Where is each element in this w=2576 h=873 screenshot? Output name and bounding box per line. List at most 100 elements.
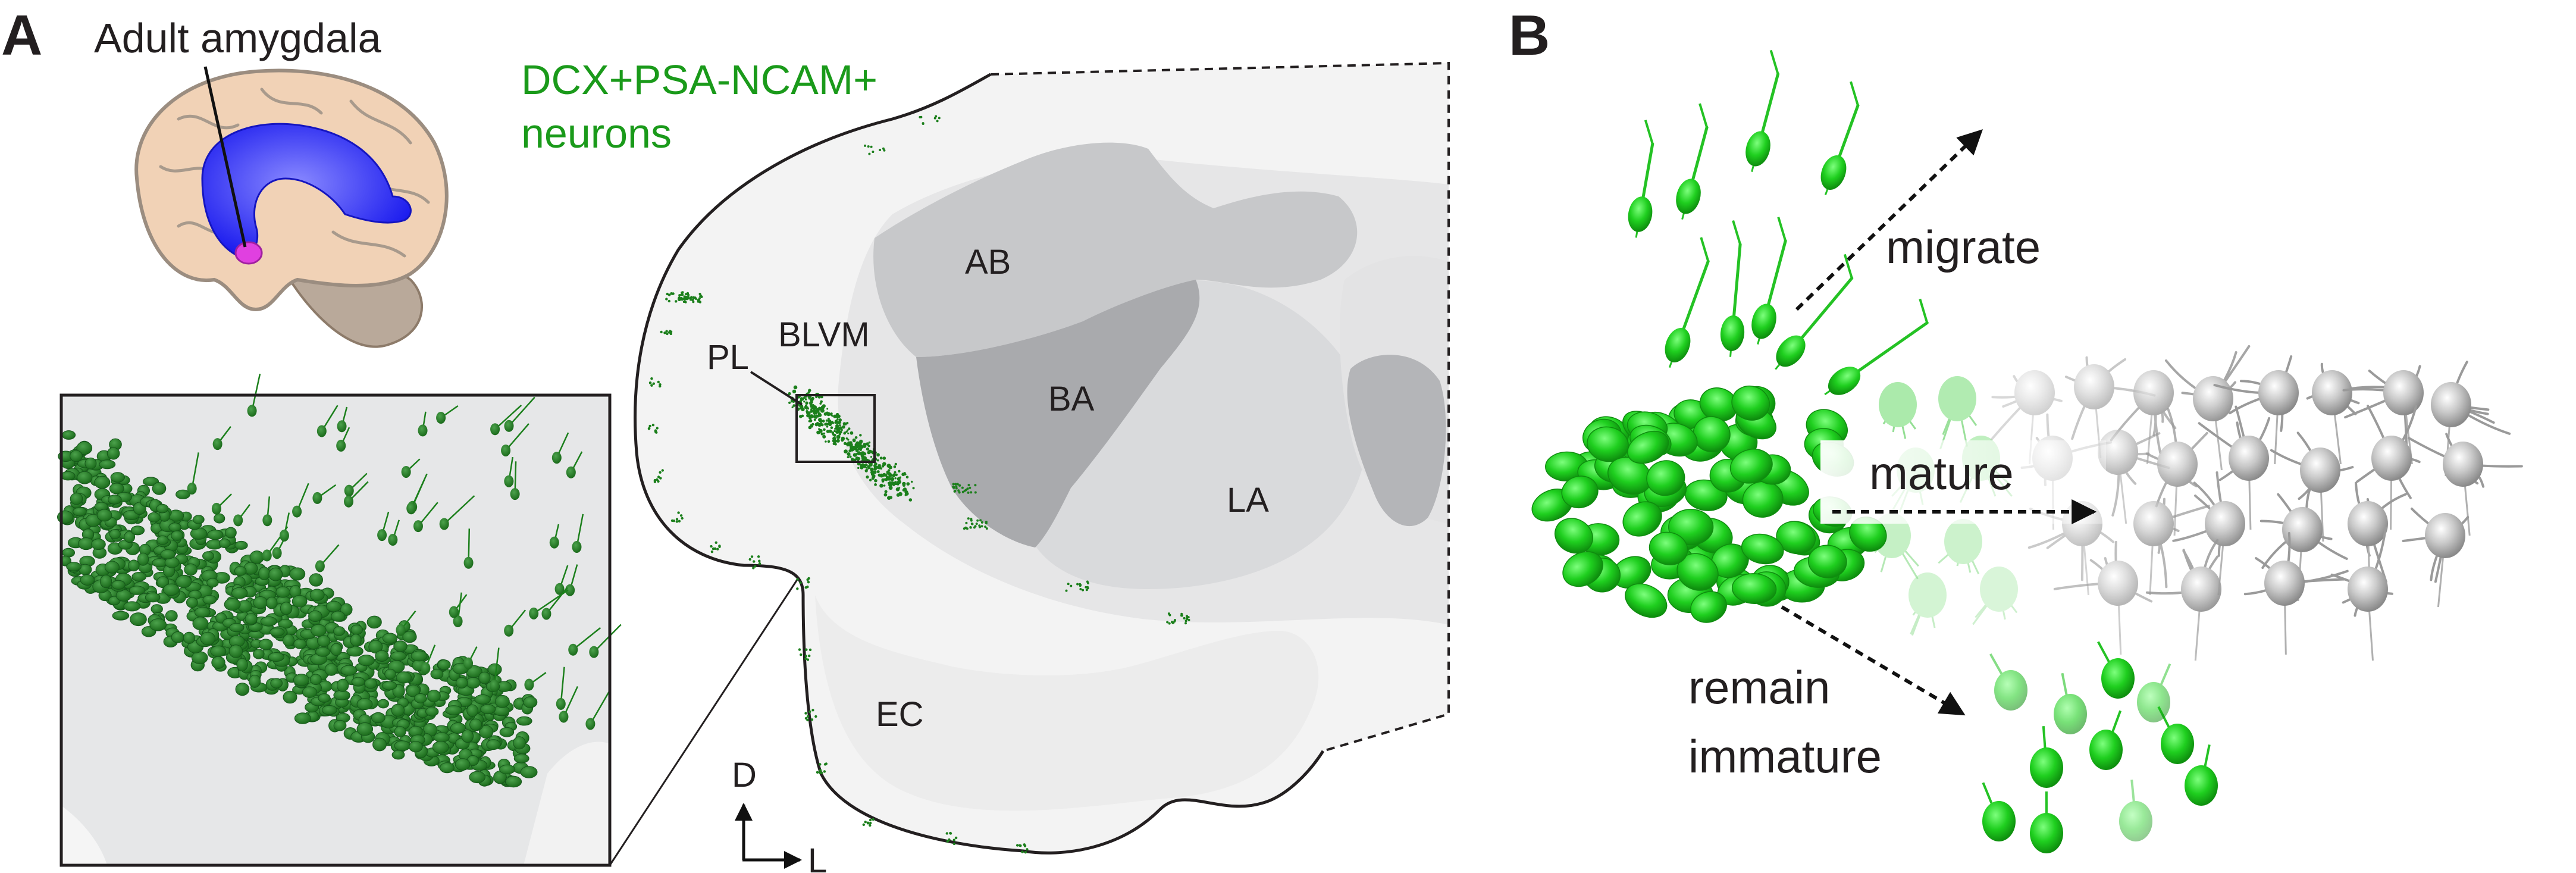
inset-band-cell <box>269 627 285 637</box>
section-dot <box>1023 844 1027 847</box>
section-dot <box>819 763 822 766</box>
section-dot <box>905 475 909 479</box>
section-dot <box>800 653 803 656</box>
inset-band-cell <box>315 647 331 657</box>
immature-cell <box>1741 533 1784 565</box>
mature-neuron <box>2110 370 2177 465</box>
inset-band-cell <box>253 596 268 609</box>
section-dot <box>967 484 970 486</box>
section-dot <box>675 520 679 523</box>
inset-scattered-cell <box>401 465 411 478</box>
section-dot <box>657 380 660 384</box>
inset-band-cell <box>331 611 346 622</box>
inset-band-cell <box>450 722 466 734</box>
immature-cell <box>1807 545 1847 578</box>
inset-scattered-cell <box>247 405 257 417</box>
inset-band-cell <box>245 613 258 625</box>
section-dot <box>902 489 905 492</box>
inset-band-cell <box>183 631 196 644</box>
section-dot <box>902 483 905 487</box>
section-dot <box>847 456 850 459</box>
inset-band-cell <box>130 612 147 627</box>
immature-cell <box>1555 518 1593 554</box>
transitional-neuron <box>1938 376 1978 449</box>
section-dot <box>804 712 807 715</box>
section-dot <box>834 421 837 424</box>
section-dot <box>698 297 701 300</box>
section-dot <box>893 465 897 468</box>
section-dot <box>820 432 824 436</box>
migrating-soma <box>1751 303 1776 339</box>
section-dot <box>793 385 798 390</box>
inset-band-cell <box>469 771 486 784</box>
section-dot <box>1184 619 1187 622</box>
section-dot <box>683 295 686 298</box>
section-dot <box>859 448 862 451</box>
section-dot <box>860 446 863 449</box>
section-dot <box>810 398 814 402</box>
region-ba <box>916 280 1200 547</box>
section-dot <box>687 293 690 296</box>
inset-scattered-cell <box>589 646 599 658</box>
section-dot <box>677 511 680 514</box>
mature-soma <box>2431 382 2471 427</box>
remaining-neuron <box>2030 791 2063 853</box>
inset-band-cell <box>513 736 526 750</box>
section-dot <box>712 547 715 550</box>
section-dot <box>865 467 867 469</box>
inset-neuron-band <box>57 430 538 788</box>
inset-neurite <box>533 589 569 614</box>
inset-band-cell <box>474 694 491 705</box>
inset-neurite <box>443 495 475 525</box>
inset-band-cell <box>160 549 176 559</box>
amygdala-marker <box>234 241 263 265</box>
inset-scattered-cell <box>262 549 272 562</box>
section-dot <box>813 405 817 410</box>
amygdala-section <box>634 61 1450 855</box>
inset-band-cell <box>275 586 291 598</box>
section-dot <box>849 455 852 458</box>
mature-soma <box>2282 507 2323 552</box>
section-dot <box>955 487 958 490</box>
inset-band-cell <box>231 587 248 599</box>
section-dot <box>810 409 813 413</box>
inset-band-cell <box>162 583 180 596</box>
immature-cell <box>1676 553 1719 591</box>
inset-band-cell <box>333 719 347 731</box>
transitional-soma <box>1944 519 1982 564</box>
inset-band-cell <box>268 652 284 662</box>
inset-scattered-cell <box>549 536 559 549</box>
inset-scattered-cell <box>572 541 582 553</box>
inset-band-cell <box>466 677 481 689</box>
section-dot <box>850 447 852 449</box>
section-dot <box>864 144 866 147</box>
section-dot <box>801 414 804 418</box>
immature-cell <box>1742 481 1784 518</box>
section-dot <box>825 423 828 425</box>
section-dot <box>841 428 843 431</box>
mature-neuron <box>2260 493 2348 602</box>
section-dot <box>904 473 907 475</box>
section-dot <box>985 527 988 530</box>
section-dot <box>819 402 822 405</box>
inset-scattered-cell <box>439 518 449 530</box>
section-dot <box>678 520 681 522</box>
section-dot <box>847 452 851 456</box>
section-dot <box>890 477 895 481</box>
section-dot <box>804 586 808 589</box>
inset-band-cell <box>513 753 529 764</box>
inset-scattered-cell <box>551 452 562 464</box>
section-dot <box>879 473 884 478</box>
inset-scattered-cell <box>413 520 423 533</box>
section-dot <box>954 483 957 486</box>
migrating-neuron <box>1745 49 1780 172</box>
inset-band-cell <box>236 658 248 672</box>
section-dot <box>659 471 662 474</box>
section-dot <box>698 301 701 303</box>
label-immature: immature <box>1688 730 1882 783</box>
neuron-label-line-2: neurons <box>521 110 672 157</box>
inset-scattered-cell <box>396 624 406 636</box>
inset-band-cell <box>375 650 389 662</box>
section-dot <box>969 486 972 489</box>
section-dot <box>754 565 757 568</box>
